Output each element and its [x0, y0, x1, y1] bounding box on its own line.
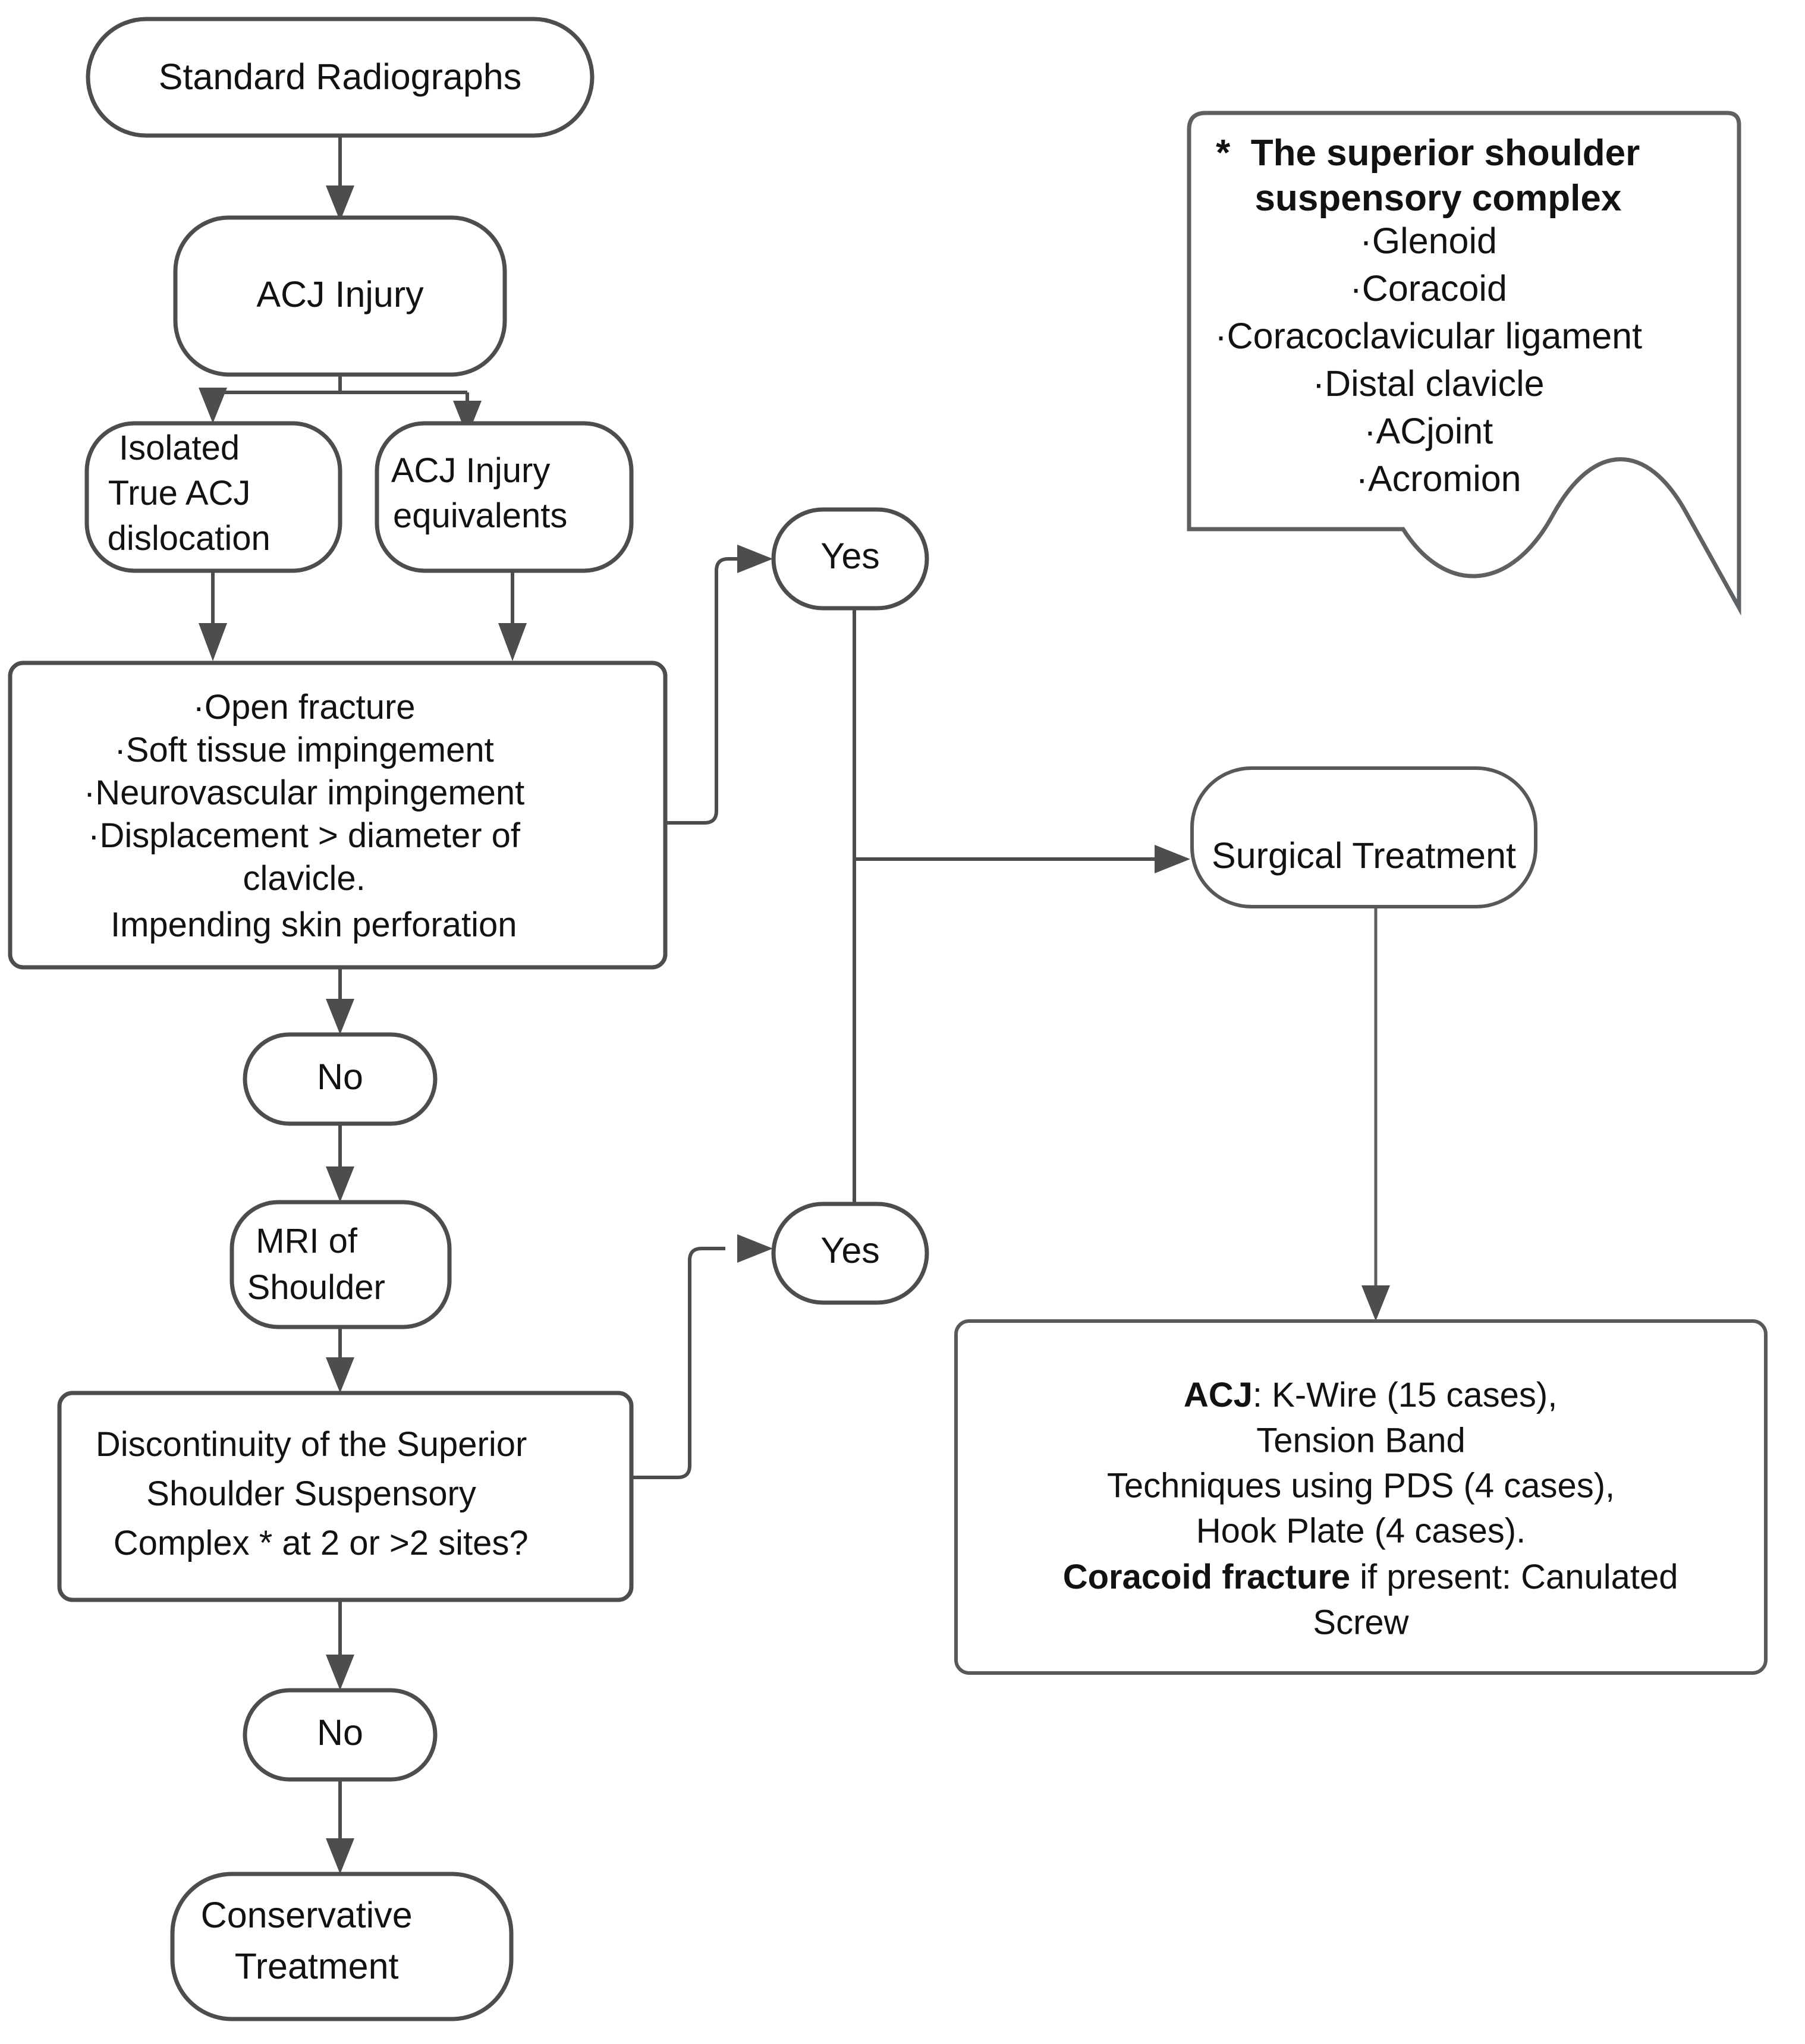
surgical-details-line-2: Tension Band — [1256, 1421, 1465, 1460]
acj-equivalents-label: ACJ Injury equivalents — [391, 451, 617, 535]
isolated-true-acj-shape — [84, 421, 342, 573]
conservative-treatment-label: Conservative Treatment — [201, 1895, 483, 1986]
surgical-details-line-5: Coracoid fracture if present: Canulated — [996, 1558, 1726, 1596]
surgical-treatment-label: Surgical Treatment — [1212, 835, 1516, 876]
surgical-details-line-1: ACJ: K-Wire (15 cases), — [1117, 1376, 1605, 1414]
acj-injury-shape — [173, 215, 507, 377]
surgical-details-line-3: Techniques using PDS (4 cases), — [1107, 1466, 1615, 1505]
node-mri-of-shoulder[interactable]: MRI of Shoulder — [229, 1200, 452, 1329]
callout-shape — [1187, 111, 1741, 616]
node-no-lower[interactable]: No — [243, 1688, 438, 1782]
edge-layer — [199, 136, 1390, 1874]
yes-lower-shape — [771, 1202, 929, 1305]
node-standard-radiographs[interactable]: Standard Radiographs — [86, 17, 595, 138]
surgical-details-line-6: Screw — [1313, 1603, 1409, 1642]
surgical-details-line-4: Hook Plate (4 cases). — [1196, 1511, 1526, 1550]
arrowhead-criteria-to-no-upper — [326, 999, 354, 1034]
node-isolated-true-acj-dislocation[interactable]: Isolated True ACJ dislocation — [84, 421, 342, 573]
criteria-box-shape — [8, 661, 668, 970]
yes-upper-label: Yes — [820, 536, 880, 576]
node-acj-injury-equivalents[interactable]: ACJ Injury equivalents — [375, 421, 634, 573]
callout-items: ·Glenoid ·Coracoid ·Coracoclavicular lig… — [1215, 221, 1712, 499]
arrowhead-isolated-to-criteria — [199, 623, 227, 661]
discontinuity-box-label: Discontinuity of the Superior Shoulder S… — [96, 1425, 594, 1562]
node-yes-lower[interactable]: Yes — [771, 1202, 929, 1305]
criteria-box-label: ·Open fracture ·Soft tissue impingement … — [84, 688, 592, 944]
node-surgical-details-box[interactable]: ACJ: K-Wire (15 cases), Tension Band Tec… — [954, 1319, 1768, 1675]
yes-upper-shape — [771, 507, 929, 611]
node-acj-injury[interactable]: ACJ Injury — [173, 215, 507, 377]
arrowhead-acj-to-isolated — [199, 388, 227, 423]
no-upper-label: No — [317, 1056, 363, 1097]
arrowhead-discontinuity-to-yes-lower — [737, 1234, 773, 1263]
no-lower-shape — [243, 1688, 438, 1782]
acj-injury-label: ACJ Injury — [256, 274, 424, 315]
surgical-treatment-shape — [1190, 766, 1537, 908]
mri-shoulder-shape — [229, 1200, 452, 1329]
node-criteria-box[interactable]: ·Open fracture ·Soft tissue impingement … — [8, 661, 668, 970]
edge-discontinuity-to-yes-lower — [630, 1247, 725, 1479]
node-surgical-treatment[interactable]: Surgical Treatment — [1190, 766, 1537, 908]
node-discontinuity-box[interactable]: Discontinuity of the Superior Shoulder S… — [57, 1391, 634, 1602]
arrowhead-equivalents-to-criteria — [498, 623, 527, 661]
node-yes-upper[interactable]: Yes — [771, 507, 929, 611]
mri-shoulder-label: MRI of Shoulder — [247, 1222, 433, 1307]
yes-lower-label: Yes — [820, 1230, 880, 1271]
arrowhead-acj-to-equivalents — [453, 401, 482, 436]
no-lower-label: No — [317, 1712, 363, 1753]
standard-radiographs-shape — [86, 17, 595, 138]
arrowhead-criteria-to-yes-upper — [737, 545, 773, 573]
arrowhead-discontinuity-to-no-lower — [326, 1655, 354, 1690]
no-upper-shape — [243, 1032, 438, 1126]
arrowhead-radiographs-to-acj — [326, 185, 354, 221]
arrowhead-no-lower-to-conservative — [326, 1838, 354, 1874]
arrowhead-no-upper-to-mri — [326, 1166, 354, 1202]
surgical-details-box-shape — [954, 1319, 1768, 1675]
arrowhead-junction-to-surgical — [1155, 845, 1190, 873]
arrowhead-mri-to-discontinuity — [326, 1357, 354, 1393]
standard-radiographs-label: Standard Radiographs — [159, 56, 521, 97]
callout-heading: * The superior shoulder suspensory compl… — [1216, 133, 1712, 219]
conservative-treatment-shape — [170, 1872, 514, 2021]
callout-superior-shoulder-suspensory-complex[interactable]: * The superior shoulder suspensory compl… — [1187, 111, 1741, 616]
isolated-true-acj-label: Isolated True ACJ dislocation — [108, 429, 319, 558]
acj-equivalents-shape — [375, 421, 634, 573]
edge-criteria-to-yes-upper — [665, 557, 750, 825]
node-no-upper[interactable]: No — [243, 1032, 438, 1126]
discontinuity-box-shape — [57, 1391, 634, 1602]
arrowhead-surgical-to-details — [1361, 1285, 1390, 1321]
node-conservative-treatment[interactable]: Conservative Treatment — [170, 1872, 514, 2021]
